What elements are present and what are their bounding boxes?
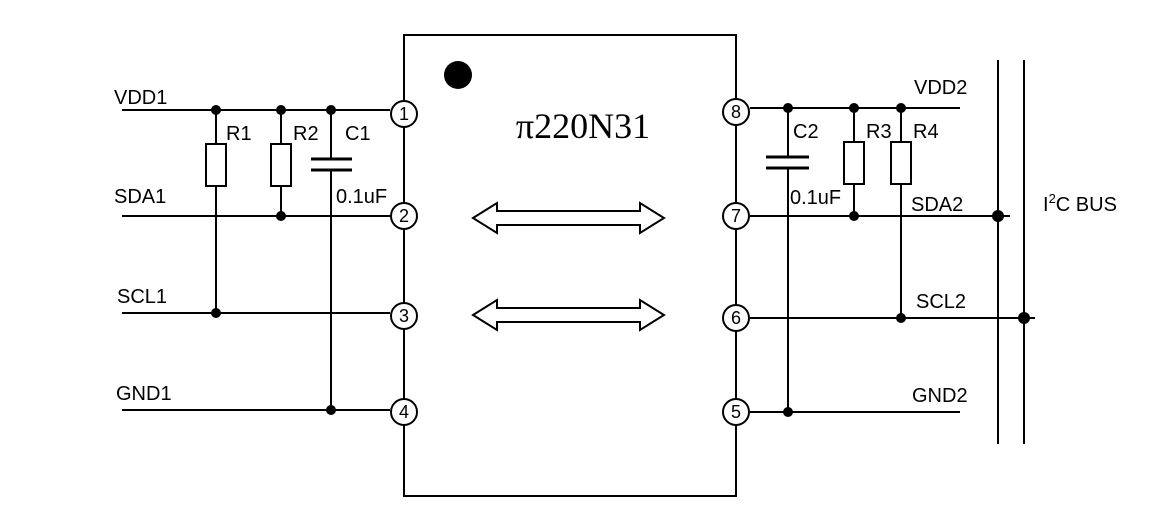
junction-c1-gnd1 [326, 405, 336, 415]
pin-6-number: 6 [731, 308, 741, 328]
label-c1: C1 [345, 123, 371, 145]
pin-8-number: 8 [731, 102, 741, 122]
pin-2-number: 2 [399, 206, 409, 226]
pin-4-number: 4 [399, 402, 409, 422]
pin-2 [390, 202, 418, 230]
bus-label: I2C BUS [1043, 191, 1117, 216]
net-label-sda2: SDA2 [911, 194, 963, 216]
net-label-scl1: SCL1 [117, 286, 167, 308]
label-r4: R4 [913, 121, 939, 143]
junction-r4-scl2 [896, 313, 906, 323]
label-c2: C2 [793, 121, 819, 143]
net-label-scl2: SCL2 [916, 291, 966, 313]
pin-8 [722, 98, 750, 126]
junction-r3-vdd2 [849, 103, 859, 113]
junction-r4-vdd2 [896, 103, 906, 113]
pin-3 [390, 302, 418, 330]
chip-part-number: π220N31 [516, 106, 650, 146]
label-r1: R1 [226, 123, 252, 145]
pin-7 [722, 202, 750, 230]
label-c1-value: 0.1uF [336, 186, 387, 208]
net-label-vdd2: VDD2 [914, 77, 967, 99]
pin-4 [390, 398, 418, 426]
junction-r2-sda1 [276, 211, 286, 221]
net-label-sda1: SDA1 [114, 186, 166, 208]
bus-label-superscript: 2 [1049, 191, 1056, 206]
pin-5 [722, 398, 750, 426]
isolation-arrow-sda [471, 201, 666, 235]
chip-body [403, 34, 737, 497]
bus-label-suffix: C BUS [1056, 194, 1117, 216]
pin-1-number: 1 [399, 104, 409, 124]
net-label-gnd1: GND1 [116, 383, 172, 405]
pin-1 [390, 100, 418, 128]
pin1-marker-dot [444, 61, 472, 89]
junction-c2-gnd2 [783, 407, 793, 417]
resistor-r4 [890, 141, 912, 185]
junction-c2-vdd2 [783, 103, 793, 113]
resistor-r2 [270, 143, 292, 187]
junction-r1-scl1 [211, 308, 221, 318]
resistor-r1 [205, 143, 227, 187]
label-r2: R2 [293, 123, 319, 145]
pin-7-number: 7 [731, 206, 741, 226]
junction-bus-scl [1018, 312, 1030, 324]
junction-r3-sda2 [849, 211, 859, 221]
junction-bus-sda [992, 210, 1004, 222]
pin-5-number: 5 [731, 402, 741, 422]
junction-c1-vdd1 [326, 105, 336, 115]
bus-label-prefix: I [1043, 194, 1049, 216]
pin-6 [722, 304, 750, 332]
label-c2-value: 0.1uF [790, 187, 841, 209]
isolation-arrow-scl [471, 298, 666, 332]
junction-r2-vdd1 [276, 105, 286, 115]
pin-3-number: 3 [399, 306, 409, 326]
net-label-vdd1: VDD1 [114, 87, 167, 109]
resistor-r3 [843, 141, 865, 185]
net-label-gnd2: GND2 [912, 385, 968, 407]
junction-r1-vdd1 [211, 105, 221, 115]
label-r3: R3 [866, 121, 892, 143]
